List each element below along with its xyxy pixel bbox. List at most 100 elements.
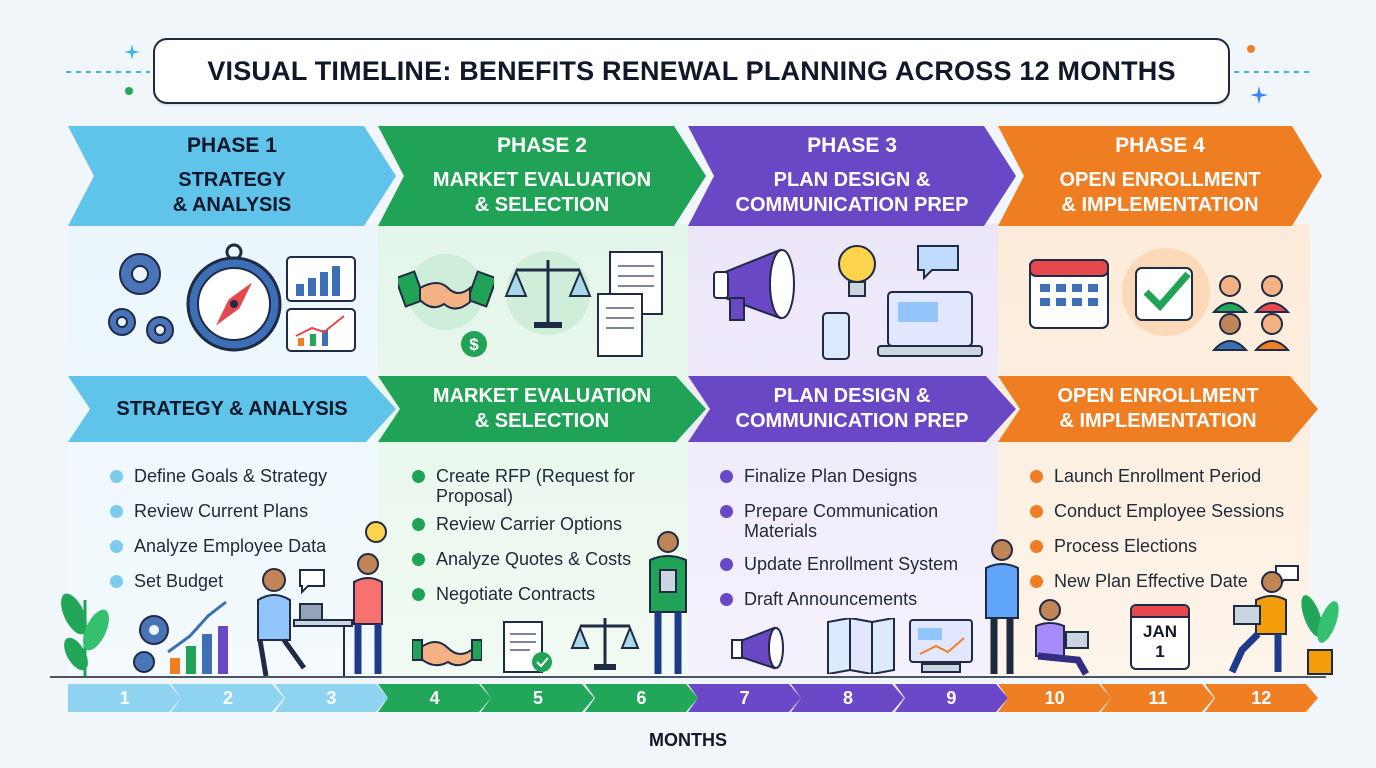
svg-text:$: $ [469, 335, 479, 354]
page-title: VISUAL TIMELINE: BENEFITS RENEWAL PLANNI… [207, 55, 1176, 86]
phase4-number: PHASE 4 [1115, 134, 1205, 157]
phase2-subtitle-line2: & SELECTION [474, 410, 610, 432]
people-icon [1211, 275, 1291, 351]
phase3-subtitle-line2: COMMUNICATION PREP [735, 410, 969, 432]
scales-small-icon [570, 618, 640, 670]
growth-chart-icon [133, 600, 228, 674]
bullet-dot [720, 505, 733, 518]
month-9: 9 [894, 684, 1008, 712]
phase3-header: PHASE 3 PLAN DESIGN & COMMUNICATION PREP [688, 126, 1016, 226]
list-item: Finalize Plan Designs [720, 466, 982, 486]
task-label: Create RFP (Request for Proposal) [436, 466, 635, 506]
list-item: Negotiate Contracts [412, 584, 662, 604]
laptop-icon [877, 291, 983, 357]
sparkle-icon [1250, 86, 1268, 104]
bullet-dot [1030, 575, 1043, 588]
task-label: Prepare Communication Materials [744, 501, 939, 541]
month-6: 6 [584, 684, 698, 712]
calendar-month: JAN [1142, 622, 1177, 641]
calendar-day: 1 [1155, 642, 1165, 661]
month-7: 7 [688, 684, 801, 712]
month-label: 1 [119, 687, 130, 708]
month-11: 11 [1101, 684, 1215, 712]
month-8: 8 [791, 684, 905, 712]
task-label: Update Enrollment System [744, 554, 959, 574]
phase4-header: PHASE 4 OPEN ENROLLMENT & IMPLEMENTATION [998, 126, 1322, 226]
person-laptop-icon [1228, 565, 1299, 674]
timeline-axis [50, 676, 1326, 678]
person-tablet-icon [649, 531, 687, 674]
gears-icon [108, 253, 174, 344]
phase3-title-line1: PLAN DESIGN & [773, 169, 931, 191]
task-label: Negotiate Contracts [436, 584, 596, 604]
month-label: 4 [429, 687, 440, 708]
phase3-subtitle-line1: PLAN DESIGN & [773, 385, 931, 407]
task-label: Analyze Employee Data [134, 536, 327, 556]
task-label: Conduct Employee Sessions [1054, 501, 1285, 521]
phase1-title-line1: STRATEGY [178, 169, 286, 191]
month-label: 2 [222, 687, 233, 708]
list-item: Process Elections [1030, 536, 1310, 556]
phase2-number: PHASE 2 [497, 134, 587, 157]
month-label: 8 [842, 687, 853, 708]
phase2-task-list: Create RFP (Request for Proposal) Review… [412, 466, 662, 619]
chat-bubble-icon [917, 245, 959, 280]
task-label: Process Elections [1054, 536, 1198, 556]
bullet-dot [412, 470, 425, 483]
task-label: Review Carrier Options [436, 514, 623, 534]
phase2-header: PHASE 2 MARKET EVALUATION & SELECTION [378, 126, 706, 226]
list-item: Conduct Employee Sessions [1030, 501, 1310, 521]
phase4-task-list: Launch Enrollment Period Conduct Employe… [1030, 466, 1310, 606]
person-presenting-icon [353, 521, 387, 674]
phase3-task-list: Finalize Plan Designs Prepare Communicat… [720, 466, 982, 624]
task-label: Review Current Plans [134, 501, 309, 521]
bullet-dot [1030, 470, 1043, 483]
month-4: 4 [378, 684, 491, 712]
handshake-icon [398, 254, 494, 330]
compass-icon [186, 243, 282, 352]
month-5: 5 [481, 684, 595, 712]
plant-icon [1301, 595, 1339, 675]
lightbulb-icon [838, 245, 876, 297]
monitor-icon [909, 619, 973, 673]
list-item: Prepare Communication Materials [720, 501, 982, 541]
phase2-title-line2: & SELECTION [474, 194, 610, 216]
person-sitting-laptop-icon [1035, 599, 1090, 676]
calendar-jan-icon: JAN 1 [1130, 604, 1190, 670]
bullet-dot [110, 470, 123, 483]
person-standing-icon [985, 539, 1019, 674]
month-12: 12 [1204, 684, 1318, 712]
list-item: Analyze Quotes & Costs [412, 549, 662, 569]
month-2: 2 [171, 684, 285, 712]
list-item: Draft Announcements [720, 589, 982, 609]
bar-chart-icon [286, 256, 356, 302]
phase1-subheader: STRATEGY & ANALYSIS [68, 376, 396, 442]
person-desk-icon [257, 568, 353, 676]
line-chart-icon [286, 308, 356, 352]
task-label: Launch Enrollment Period [1054, 466, 1262, 486]
phase4-subheader: OPEN ENROLLMENT & IMPLEMENTATION [998, 376, 1318, 442]
phase2-title-line1: MARKET EVALUATION [432, 169, 652, 191]
list-item: Update Enrollment System [720, 554, 982, 574]
plant-icon [61, 593, 109, 676]
checkmark-icon [1122, 248, 1210, 336]
dot-decoration [125, 87, 133, 95]
month-3: 3 [274, 684, 388, 712]
phase4-title-line1: OPEN ENROLLMENT [1059, 169, 1261, 191]
task-label: Analyze Quotes & Costs [436, 549, 632, 569]
phase1-number: PHASE 1 [187, 134, 277, 157]
list-item: Review Carrier Options [412, 514, 662, 534]
title-banner: VISUAL TIMELINE: BENEFITS RENEWAL PLANNI… [153, 38, 1230, 104]
task-label: Finalize Plan Designs [744, 466, 918, 486]
month-label: 3 [326, 687, 337, 708]
task-label: New Plan Effective Date [1054, 571, 1248, 591]
month-label: 5 [532, 687, 543, 708]
dot-decoration [1247, 45, 1255, 53]
bullet-dot [412, 588, 425, 601]
bullet-dot [110, 505, 123, 518]
dollar-icon: $ [461, 331, 487, 357]
month-label: 12 [1251, 687, 1272, 708]
bullet-dot [110, 575, 123, 588]
phase1-header: PHASE 1 STRATEGY & ANALYSIS [68, 126, 396, 226]
bullet-dot [720, 593, 733, 606]
